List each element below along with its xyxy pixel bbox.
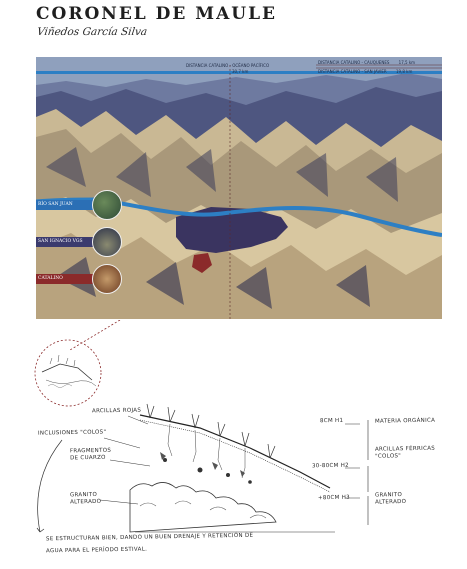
label-h3-depth: +80cm H3 [317, 494, 351, 502]
label-fragmentos-cuarzo: FRAGMENTOS DE CUARZO [69, 447, 112, 462]
site-label-catalino: CATALINO [36, 274, 94, 284]
site-photo-catalino [92, 264, 122, 294]
distance-ocean-text: DISTANCIA CATALINO - OCÉANO PACÍFICO [186, 63, 270, 68]
distance-ocean-label: DISTANCIA CATALINO - OCÉANO PACÍFICO [186, 63, 269, 68]
site-label-text: RÍO SAN JUAN [38, 202, 73, 207]
site-label-rio-san-juan: RÍO SAN JUAN [36, 200, 94, 210]
page-title: CORONEL DE MAULE [36, 4, 278, 24]
site-photo-rio-san-juan [92, 190, 122, 220]
distance-sanjavier-label: DISTANCIA CATALINO - SAN JAVIER 19,8 km [318, 69, 412, 74]
soil-sketch-drawing [34, 320, 369, 533]
label-h2-desc: ARCILLAS FÉRRICAS "COLOS" [374, 445, 436, 460]
distance-cauquenes-value: 17,5 km [398, 60, 416, 65]
soil-profile-sketch: ARCILLAS ROJAS INCLUSIONES "COLOS" FRAGM… [0, 320, 467, 569]
site-label-text: CATALINO [38, 276, 63, 281]
distance-cauquenes-label: DISTANCIA CATALINO - CAUQUENES 17,5 km [318, 60, 415, 65]
label-granito-alterado-left: GRANITO ALTERADO [69, 491, 102, 506]
label-h3-desc: GRANITO ALTERADO [374, 492, 407, 506]
terrain-illustration [36, 57, 442, 319]
distance-sanjavier-value: 19,8 km [395, 69, 413, 74]
terrain-map: DISTANCIA CATALINO - OCÉANO PACÍFICO 30,… [36, 57, 442, 319]
site-label-text: SAN IGNACIO VGS [38, 239, 83, 244]
label-h1-desc: MATERIA ORGÁNICA [374, 417, 436, 425]
distance-ocean-value-text: 30,7 km [232, 69, 249, 74]
distance-sanjavier-text: DISTANCIA CATALINO - SAN JAVIER [318, 69, 387, 74]
label-arcillas-rojas: ARCILLAS ROJAS [91, 407, 142, 415]
distance-ocean-value: 30,7 km [232, 69, 248, 74]
site-label-san-ignacio: SAN IGNACIO VGS [36, 237, 94, 247]
page-subtitle-signature: Viñedos García Silva [36, 26, 148, 38]
site-photo-san-ignacio [92, 227, 122, 257]
label-h1-depth: 8cm H1 [319, 417, 344, 425]
label-h2-depth: 30-80cm H2 [311, 462, 349, 470]
distance-cauquenes-text: DISTANCIA CATALINO - CAUQUENES [318, 60, 390, 65]
label-inclusiones: INCLUSIONES "COLOS" [37, 429, 107, 437]
